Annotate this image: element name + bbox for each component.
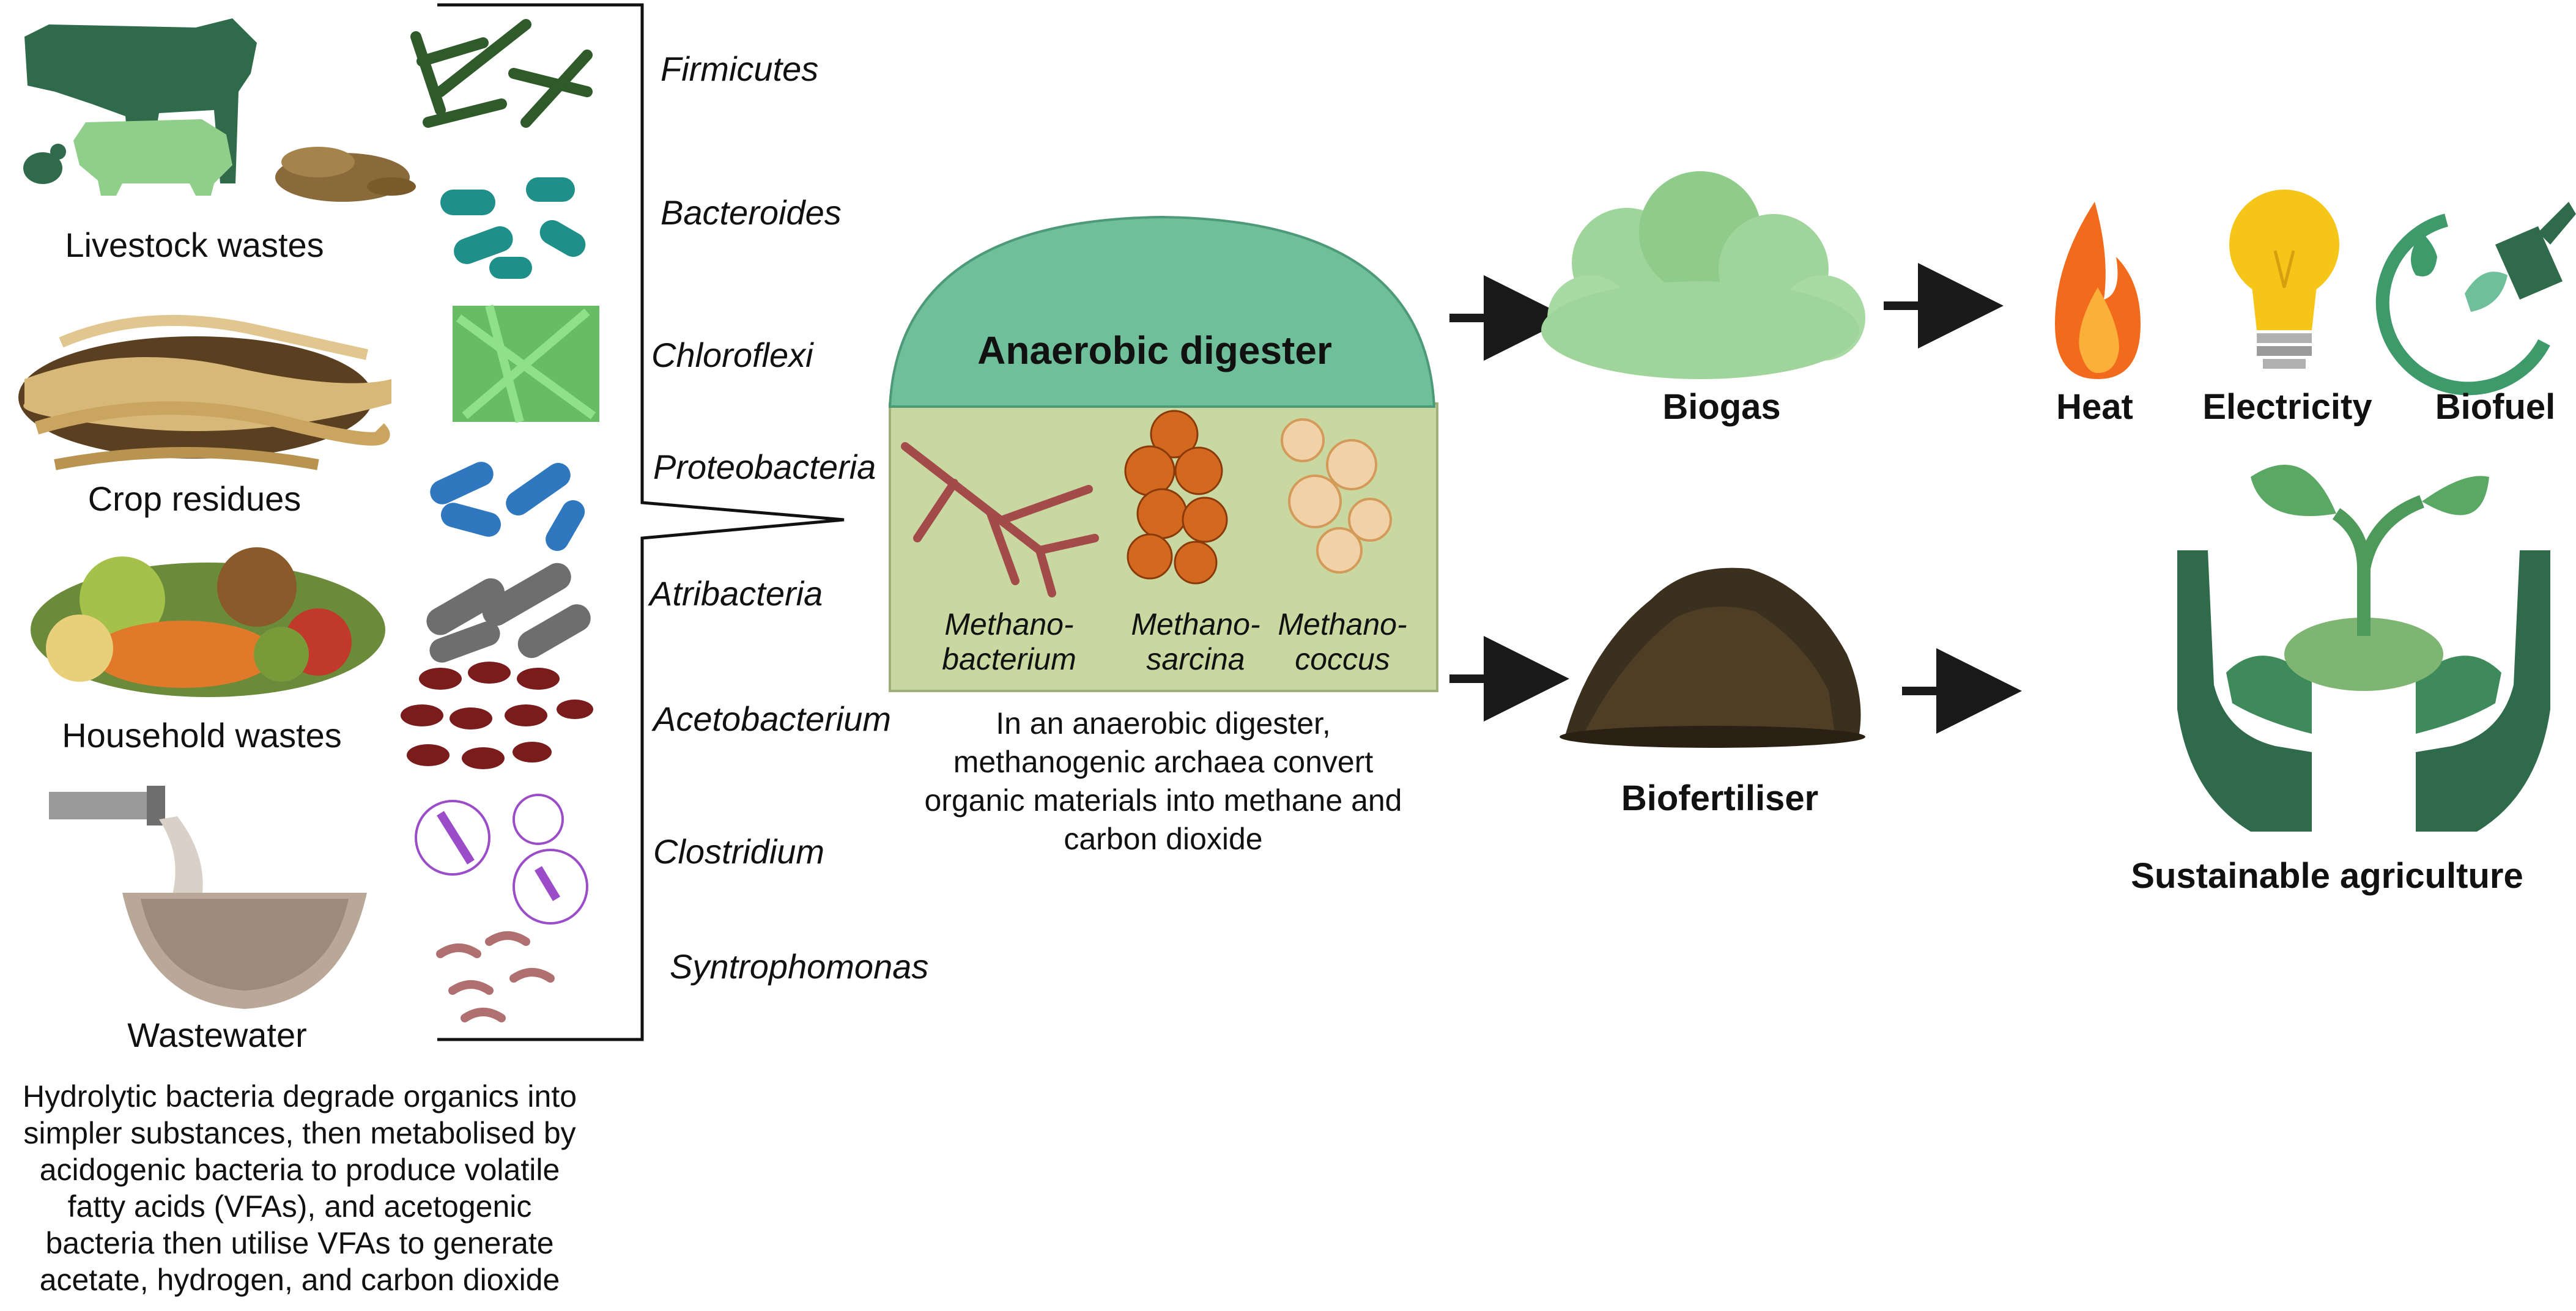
methanobacterium-icon [901,442,1099,597]
bacteria-atribacteria-icon [426,563,591,663]
source-label-household: Household wastes [62,716,342,755]
output-label-heat: Heat [2056,387,2133,427]
biofertiliser-soil-icon [1560,567,1865,748]
source-description-line: acetate, hydrogen, and carbon dioxide [40,1263,560,1297]
bacteria-label: Atribacteria [648,574,823,613]
digester-description-line: organic materials into methane and [924,783,1402,818]
output-label-biogas: Biogas [1662,387,1780,427]
bacteria-label: Chloroflexi [651,336,814,374]
flow-arrows [1449,263,2022,734]
bacteria-acetobacterium-icon [401,662,593,769]
bacteria-clostridium-icon [415,794,588,925]
digester-dome [888,215,1436,408]
bacteria-proteobacteria-icon [430,462,585,552]
bacteria-bracket [437,3,845,1041]
livestock-icon [23,18,416,202]
bacteria-bacteroides-icon [440,177,586,279]
bacteria-label: Acetobacterium [651,700,891,738]
source-description-line: Hydrolytic bacteria degrade organics int… [23,1079,577,1113]
bacteria-label: Bacteroides [661,193,842,232]
bacteria-chloroflexi-icon [453,305,599,423]
archaea-label-line2: sarcina [1146,642,1245,676]
crop-residues-icon [18,315,391,470]
digester-description-line: carbon dioxide [1064,822,1262,856]
source-label-livestock: Livestock wastes [65,226,324,264]
output-label-electricity: Electricity [2202,387,2372,427]
lightbulb-icon [2229,190,2339,369]
bacteria-syntrophomonas-icon [436,931,555,1022]
output-label-biofuel: Biofuel [2435,387,2556,427]
anaerobic-digester: Anaerobic digester Methano- bacterium Me… [888,215,1438,692]
flame-icon [2055,202,2141,379]
digester-description-line: In an anaerobic digester, [996,706,1331,740]
archaea-label-line2: bacterium [942,642,1076,676]
sustainable-agriculture-icon [2177,465,2550,832]
household-waste-icon [31,547,385,697]
output-label-biofertiliser: Biofertiliser [1621,778,1818,818]
biogas-cloud-icon [1541,171,1865,379]
archaea-label-line1: Methano- [1278,607,1407,641]
source-description: Hydrolytic bacteria degrade organics int… [23,1079,577,1297]
source-label-wastewater: Wastewater [127,1016,307,1054]
bacteria-label: Proteobacteria [653,448,876,486]
source-description-line: acidogenic bacteria to produce volatile [40,1153,560,1187]
archaea-label-line2: coccus [1295,642,1390,676]
source-description-line: fatty acids (VFAs), and acetogenic [68,1189,532,1224]
digester-title: Anaerobic digester [977,328,1332,372]
bacteria-firmicutes-icon [410,19,593,128]
source-description-line: bacteria then utilise VFAs to generate [45,1226,553,1260]
digester-description: In an anaerobic digester, methanogenic a… [924,706,1402,856]
output-label-agriculture: Sustainable agriculture [2131,856,2523,896]
archaea-label-line1: Methano- [1131,607,1260,641]
bacteria-labels: Firmicutes Bacteroides Chloroflexi Prote… [648,50,928,986]
digester-description-line: methanogenic archaea convert [953,745,1374,779]
methanosarcina-icon [1124,410,1228,585]
methanococcus-icon [1281,418,1392,574]
source-label-crop: Crop residues [88,479,302,518]
source-description-line: simpler substances, then metabolised by [23,1116,576,1150]
wastewater-icon [49,786,367,1009]
bacteria-label: Clostridium [653,832,824,871]
biofuel-pump-icon [2375,202,2576,396]
bacteria-label: Syntrophomonas [670,947,928,986]
archaea-label-line1: Methano- [944,607,1073,641]
bacteria-label: Firmicutes [661,50,818,88]
bacteria-images [401,19,599,1022]
